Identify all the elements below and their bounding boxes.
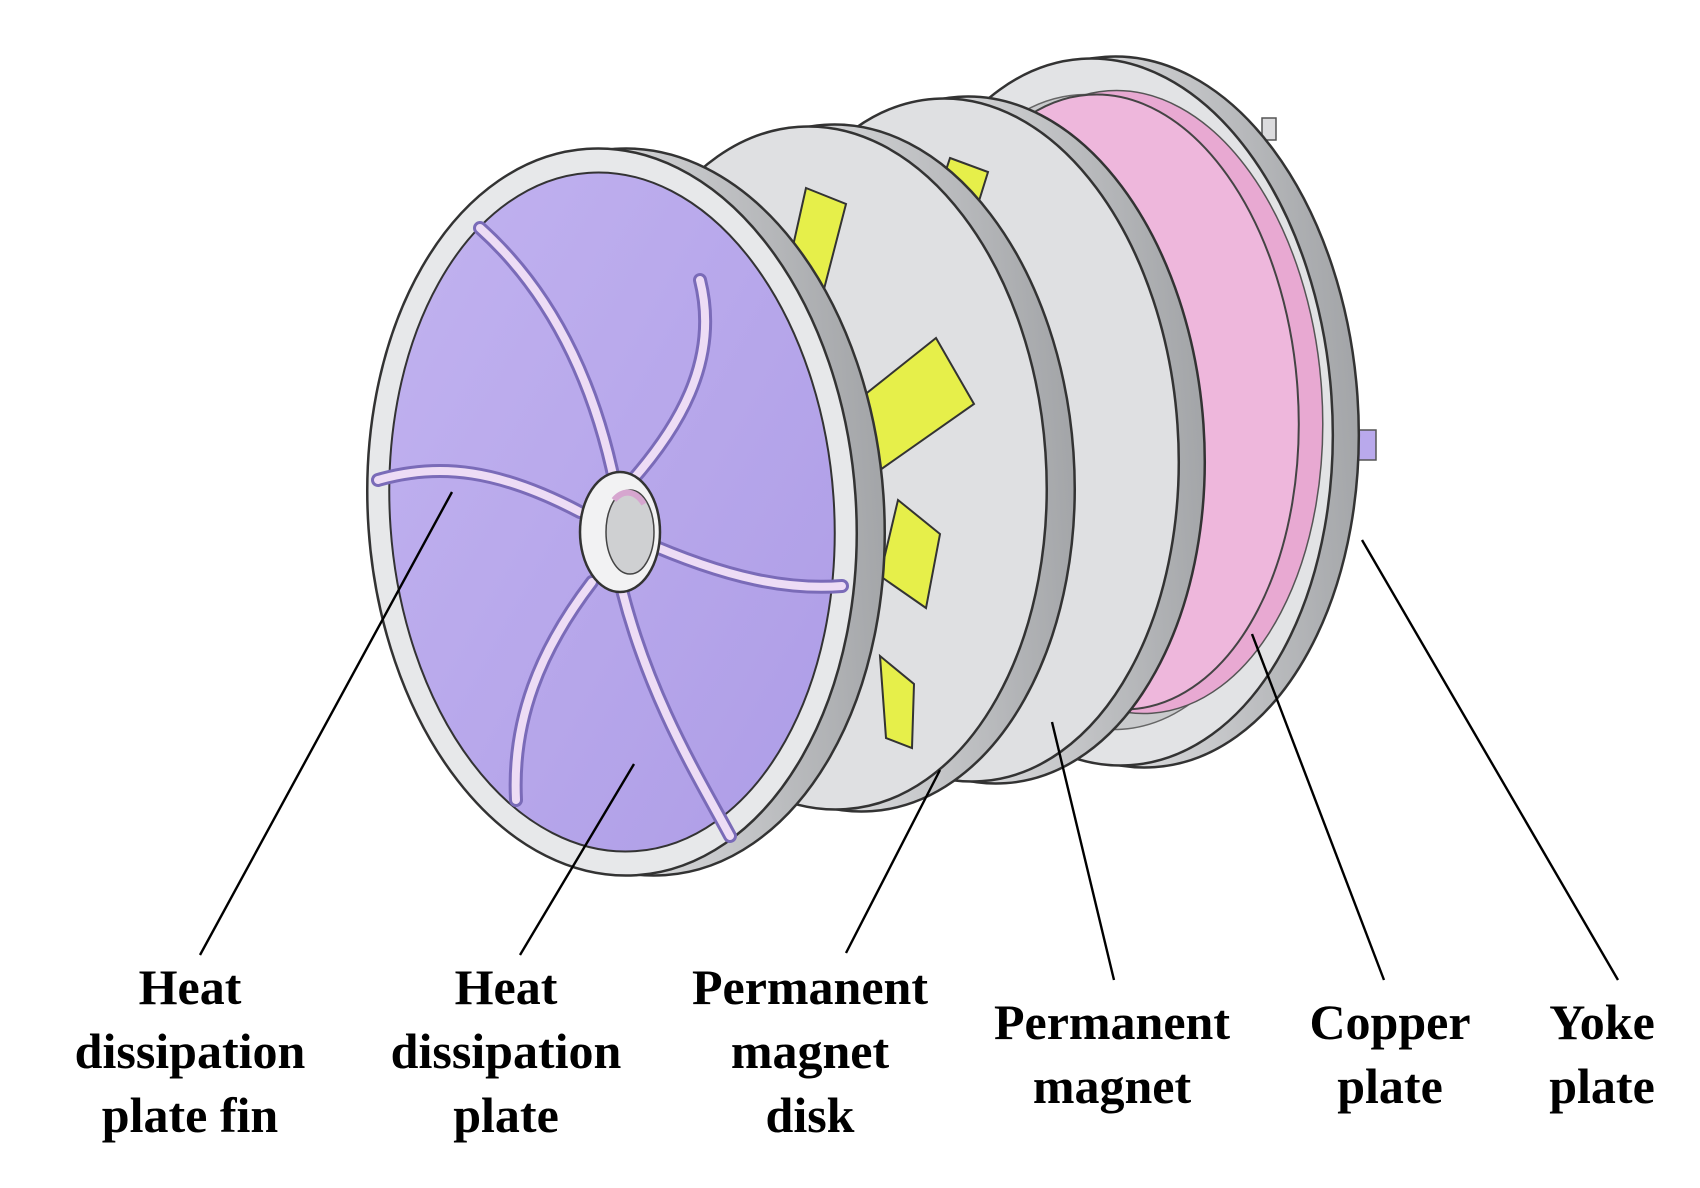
leader-fin	[198, 491, 454, 956]
label-heat-dissipation-plate: Heat dissipation plate	[348, 955, 664, 1147]
label-magnet-line-2: magnet	[1032, 1058, 1192, 1114]
label-disk-line-1: Permanent	[691, 959, 929, 1015]
label-disk-line-3: disk	[765, 1087, 855, 1143]
label-heat-dissipation-plate-fin: Heat dissipation plate fin	[30, 955, 350, 1147]
label-permanent-magnet: Permanent magnet	[962, 990, 1262, 1118]
label-permanent-magnet-disk: Permanent magnet disk	[660, 955, 960, 1147]
leader-copper	[1250, 633, 1386, 981]
label-plate-line-3: plate	[453, 1087, 559, 1143]
label-copper-plate: Copper plate	[1280, 990, 1500, 1118]
leader-magnet	[1050, 721, 1116, 981]
label-fin-line-3: plate fin	[101, 1087, 279, 1143]
label-plate-line-1: Heat	[454, 959, 558, 1015]
label-magnet-line-1: Permanent	[993, 994, 1231, 1050]
leader-lines	[198, 491, 1620, 981]
heat-dissipation-fins	[371, 221, 849, 843]
label-disk-line-2: magnet	[730, 1023, 890, 1079]
leader-disk	[844, 769, 942, 954]
label-fin-line-1: Heat	[138, 959, 242, 1015]
hub	[578, 470, 662, 594]
label-copper-line-1: Copper	[1309, 994, 1471, 1050]
heat-dissipation-plate-assembly	[366, 147, 886, 877]
leader-plate	[518, 763, 636, 956]
leader-yoke	[1360, 539, 1620, 981]
label-yoke-line-1: Yoke	[1549, 994, 1655, 1050]
label-fin-line-2: dissipation	[74, 1023, 306, 1079]
label-copper-line-2: plate	[1337, 1058, 1443, 1114]
label-yoke-plate: Yoke plate	[1512, 990, 1692, 1118]
label-yoke-line-2: plate	[1549, 1058, 1655, 1114]
label-plate-line-2: dissipation	[390, 1023, 622, 1079]
